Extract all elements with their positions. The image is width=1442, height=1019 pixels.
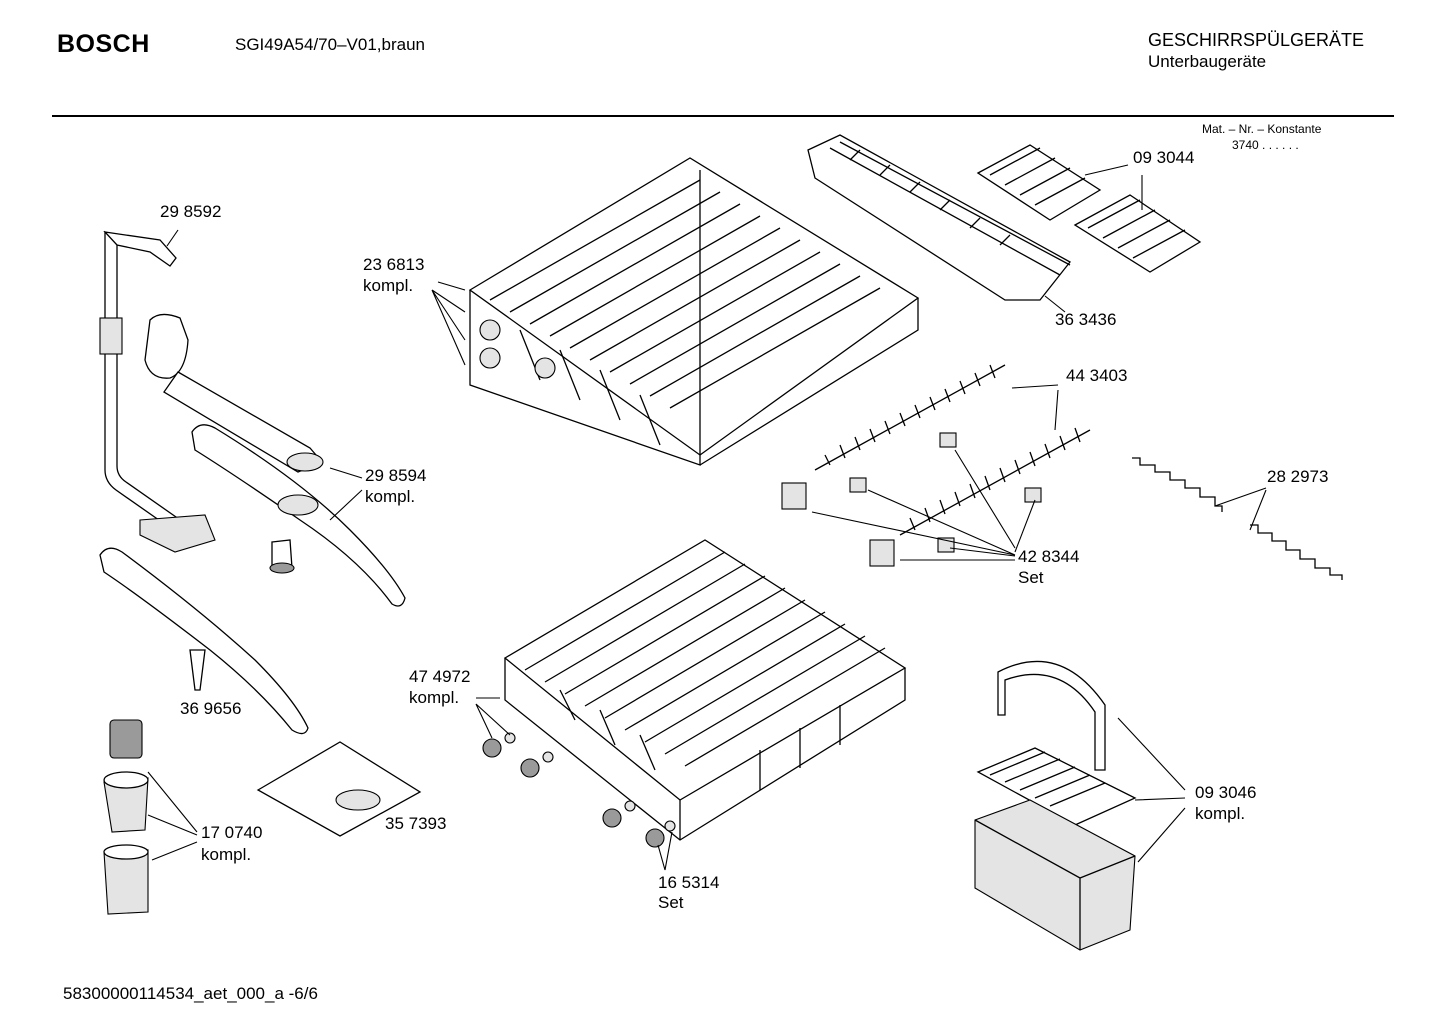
lower-basket-drawing <box>503 539 907 841</box>
part-number-474972: 47 4972 <box>409 667 470 686</box>
part-suffix-093046: kompl. <box>1195 804 1245 823</box>
supply-tube-drawing <box>99 230 216 553</box>
header-divider <box>52 115 1394 117</box>
cutlery-tray-drawing <box>807 134 1071 301</box>
mat-constant-label: Mat. – Nr. – Konstante <box>1202 122 1322 136</box>
part-number-357393: 35 7393 <box>385 814 446 833</box>
part-number-093046: 09 3046 <box>1195 783 1256 802</box>
part-suffix-236813: kompl. <box>363 276 413 295</box>
part-suffix-170740: kompl. <box>201 845 251 864</box>
step-rails-drawing <box>1132 457 1343 580</box>
part-suffix-165314: Set <box>658 893 684 912</box>
part-suffix-298594: kompl. <box>365 487 415 506</box>
filter-plate-drawing <box>256 741 422 837</box>
part-labels: 29 8592 23 6813 kompl. 09 3044 36 3436 4… <box>160 148 1328 912</box>
part-number-170740: 17 0740 <box>201 823 262 842</box>
part-number-298594: 29 8594 <box>365 466 426 485</box>
wheels-drawing <box>482 732 676 848</box>
mat-constant-value: 3740 . . . . . . <box>1232 138 1299 152</box>
cutlery-basket-drawing <box>974 660 1137 951</box>
tine-racks-drawing <box>814 364 1091 536</box>
leader-lines <box>147 164 1267 871</box>
part-number-363436: 36 3436 <box>1055 310 1116 329</box>
spray-arm-upper-drawing <box>191 424 406 607</box>
part-suffix-474972: kompl. <box>409 688 459 707</box>
part-number-298592: 29 8592 <box>160 202 221 221</box>
filter-set-drawing <box>103 719 149 915</box>
brand-logo: BOSCH <box>57 30 150 58</box>
document-id: 58300000114534_aet_000_a -6/6 <box>63 984 318 1003</box>
appliance-category: GESCHIRRSPÜLGERÄTE <box>1148 30 1365 50</box>
upper-arm-tube-drawing <box>144 313 324 473</box>
part-number-428344: 42 8344 <box>1018 547 1079 566</box>
part-number-443403: 44 3403 <box>1066 366 1127 385</box>
clips-set-drawing <box>781 432 1042 567</box>
part-suffix-428344: Set <box>1018 568 1044 587</box>
part-number-093044: 09 3044 <box>1133 148 1194 167</box>
part-number-369656: 36 9656 <box>180 699 241 718</box>
part-number-165314: 16 5314 <box>658 873 719 892</box>
appliance-subcategory: Unterbaugeräte <box>1148 52 1267 71</box>
part-number-282973: 28 2973 <box>1267 467 1328 486</box>
spray-arm-lower-drawing <box>99 547 309 735</box>
part-number-236813: 23 6813 <box>363 255 424 274</box>
upper-basket-drawing <box>468 157 920 466</box>
model-number: SGI49A54/70–V01,braun <box>235 35 425 54</box>
tray-inserts-drawing <box>976 144 1202 273</box>
